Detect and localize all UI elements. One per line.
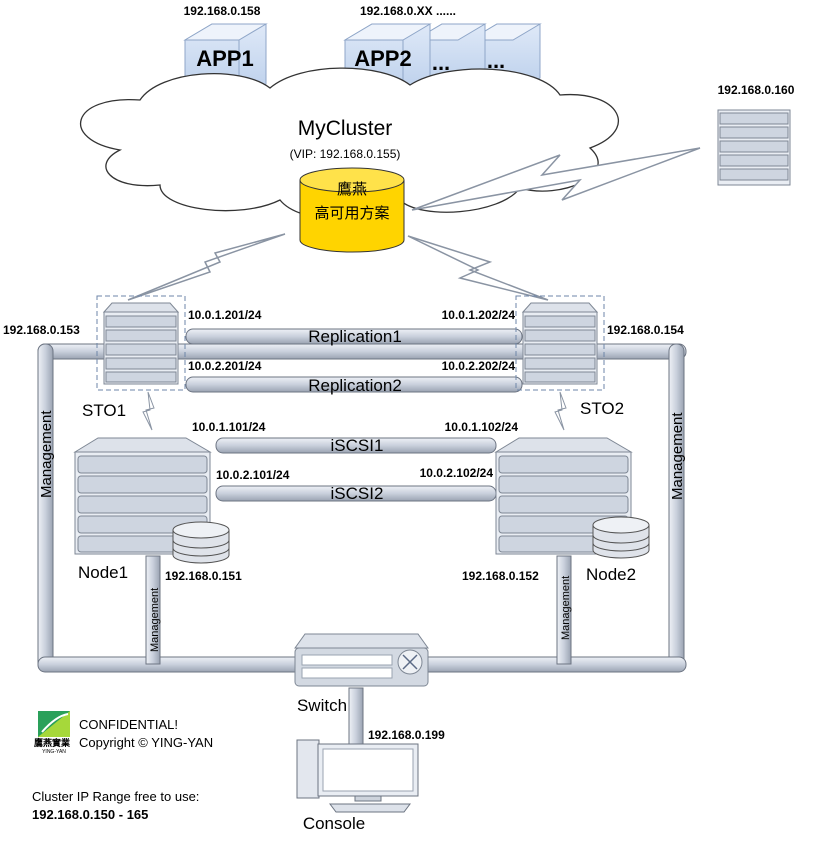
replication2-label: Replication2 [308, 376, 402, 395]
iscsi1-label: iSCSI1 [331, 436, 384, 455]
iscsi2-label: iSCSI2 [331, 484, 384, 503]
sto2-rep2-ip: 10.0.2.202/24 [442, 359, 516, 373]
node2-label: Node2 [586, 565, 636, 584]
confidential-text: CONFIDENTIAL! [79, 717, 178, 732]
console-computer-icon [296, 739, 419, 813]
sto2-node2-link [554, 391, 567, 431]
logo-text: 鷹燕實業 [34, 737, 71, 748]
iscsi1-link [215, 437, 497, 454]
management-label-right: Management [669, 412, 686, 500]
node2-ip: 192.168.0.152 [462, 569, 539, 583]
cluster-name: MyCluster [298, 117, 393, 140]
ip-range-title: Cluster IP Range free to use: [32, 789, 199, 804]
app-more-1: ... [432, 50, 450, 75]
sto1-node1-link [142, 391, 155, 431]
logo-subtext: YING-YAN [42, 749, 66, 755]
wan-link-sto1 [127, 233, 286, 301]
sto1-server-icon [102, 302, 180, 385]
replication1-label: Replication1 [308, 327, 402, 346]
app-more-2: ... [487, 48, 505, 73]
sto1-rep1-ip: 10.0.1.201/24 [188, 308, 262, 322]
management-label-left: Management [38, 410, 55, 498]
sto1-rep2-ip: 10.0.2.201/24 [188, 359, 262, 373]
management-label-node1: Management [149, 588, 161, 652]
copyright-text: Copyright © YING-YAN [79, 735, 213, 750]
node1-label: Node1 [78, 563, 128, 582]
ip-range-value: 192.168.0.150 - 165 [32, 807, 148, 822]
console-link [348, 687, 364, 745]
node1-iscsi1-ip: 10.0.1.101/24 [192, 420, 266, 434]
node2-iscsi1-ip: 10.0.1.102/24 [445, 420, 519, 434]
ha-solution-cylinder [299, 167, 405, 253]
console-ip: 192.168.0.199 [368, 728, 445, 742]
ha-line1: 鷹燕 [337, 181, 367, 198]
app2-label: APP2 [354, 46, 411, 71]
remote-server-icon [717, 109, 791, 186]
ying-yan-logo [38, 711, 70, 737]
sto1-ip: 192.168.0.153 [3, 323, 80, 337]
app1-label: APP1 [196, 46, 253, 71]
node1-iscsi2-ip: 10.0.2.101/24 [216, 468, 290, 482]
sto1-label: STO1 [82, 401, 126, 420]
node1-ip: 192.168.0.151 [165, 569, 242, 583]
cluster-cloud [79, 67, 619, 220]
cluster-vip: (VIP: 192.168.0.155) [290, 147, 401, 161]
sto2-ip: 192.168.0.154 [607, 323, 684, 337]
console-label: Console [303, 814, 365, 833]
replication1-link [185, 328, 523, 345]
wan-link-sto2 [407, 235, 549, 301]
remote-server-ip: 192.168.0.160 [718, 83, 795, 97]
switch-label: Switch [297, 696, 347, 715]
management-label-node2: Management [560, 576, 572, 640]
wan-link-remote [411, 147, 701, 211]
switch-icon [294, 633, 429, 687]
sto2-group [515, 295, 605, 391]
sto2-rep1-ip: 10.0.1.202/24 [442, 308, 516, 322]
node2-iscsi2-ip: 10.0.2.102/24 [420, 466, 494, 480]
replication2-link [185, 376, 523, 393]
sto1-group [96, 295, 186, 391]
sto2-label: STO2 [580, 399, 624, 418]
ha-line2: 高可用方案 [314, 204, 389, 222]
node1-disk-icon [172, 521, 230, 564]
node2-disk-icon [592, 516, 650, 559]
app2-ip: 192.168.0.XX ...... [360, 4, 456, 18]
app1-ip: 192.168.0.158 [184, 4, 261, 18]
sto2-server-icon [521, 302, 599, 385]
